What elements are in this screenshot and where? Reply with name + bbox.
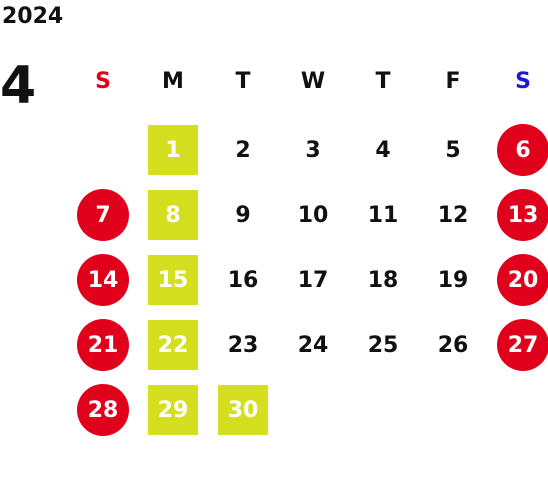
- weekday-header: W: [300, 68, 326, 94]
- day-number: 9: [235, 202, 251, 228]
- day-number: 22: [148, 320, 198, 370]
- day-cell[interactable]: 28: [68, 384, 138, 436]
- weekday-header: S: [95, 68, 111, 94]
- day-number: 14: [77, 254, 129, 306]
- day-cell[interactable]: 23: [208, 320, 278, 370]
- day-cell[interactable]: 4: [348, 125, 418, 175]
- day-cell[interactable]: 2: [208, 125, 278, 175]
- day-number: 16: [227, 267, 259, 293]
- day-cell[interactable]: 29: [138, 385, 208, 435]
- day-cell[interactable]: 22: [138, 320, 208, 370]
- day-number: 24: [297, 332, 329, 358]
- day-cell[interactable]: 26: [418, 320, 488, 370]
- weekday-header: M: [162, 68, 184, 94]
- month-number: 4: [0, 56, 37, 116]
- day-cell[interactable]: 11: [348, 190, 418, 240]
- day-cell[interactable]: 15: [138, 255, 208, 305]
- weekday-header: F: [445, 68, 461, 94]
- day-number: 7: [77, 189, 129, 241]
- day-cell[interactable]: 6: [488, 124, 548, 176]
- weekday-header: T: [235, 68, 251, 94]
- day-cell[interactable]: 7: [68, 189, 138, 241]
- day-cell[interactable]: 10: [278, 190, 348, 240]
- day-cell[interactable]: 3: [278, 125, 348, 175]
- day-number: 21: [77, 319, 129, 371]
- day-number: 20: [497, 254, 548, 306]
- day-number: 26: [437, 332, 469, 358]
- day-number: 4: [375, 137, 391, 163]
- day-number: 5: [445, 137, 461, 163]
- day-number: 11: [367, 202, 399, 228]
- year-label: 2024: [2, 4, 64, 29]
- weekday-header: T: [375, 68, 391, 94]
- day-cell[interactable]: 12: [418, 190, 488, 240]
- day-number: 12: [437, 202, 469, 228]
- day-cell[interactable]: 16: [208, 255, 278, 305]
- day-cell[interactable]: 20: [488, 254, 548, 306]
- day-number: 1: [148, 125, 198, 175]
- day-cell[interactable]: 13: [488, 189, 548, 241]
- day-number: 10: [297, 202, 329, 228]
- day-cell[interactable]: 18: [348, 255, 418, 305]
- day-number: 17: [297, 267, 329, 293]
- day-cell[interactable]: 25: [348, 320, 418, 370]
- day-cell[interactable]: 9: [208, 190, 278, 240]
- day-number: 15: [148, 255, 198, 305]
- day-cell[interactable]: 21: [68, 319, 138, 371]
- day-number: 19: [437, 267, 469, 293]
- weekday-header: S: [515, 68, 531, 94]
- day-number: 30: [218, 385, 268, 435]
- day-number: 28: [77, 384, 129, 436]
- day-number: 27: [497, 319, 548, 371]
- day-number: 29: [148, 385, 198, 435]
- day-number: 6: [497, 124, 548, 176]
- day-number: 25: [367, 332, 399, 358]
- day-number: 2: [235, 137, 251, 163]
- day-cell[interactable]: 19: [418, 255, 488, 305]
- day-number: 3: [305, 137, 321, 163]
- day-number: 18: [367, 267, 399, 293]
- day-cell[interactable]: 5: [418, 125, 488, 175]
- day-number: 23: [227, 332, 259, 358]
- day-cell[interactable]: 27: [488, 319, 548, 371]
- day-cell[interactable]: 17: [278, 255, 348, 305]
- day-cell[interactable]: 1: [138, 125, 208, 175]
- day-number: 13: [497, 189, 548, 241]
- day-cell[interactable]: 8: [138, 190, 208, 240]
- day-cell[interactable]: 14: [68, 254, 138, 306]
- day-number: 8: [148, 190, 198, 240]
- day-cell[interactable]: 24: [278, 320, 348, 370]
- day-cell[interactable]: 30: [208, 385, 278, 435]
